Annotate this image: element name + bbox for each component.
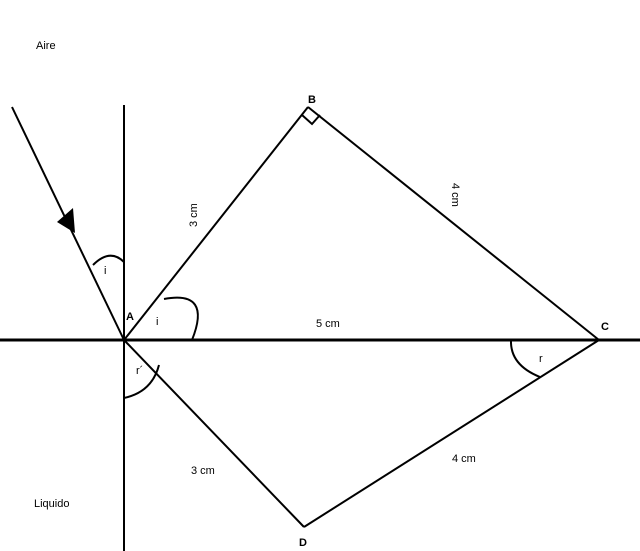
side-AC-label: 5 cm — [316, 318, 340, 330]
angle-incidence-normal-label: i — [104, 265, 106, 277]
medium-top-label: Aire — [36, 40, 56, 52]
angle-refraction-normal-label: r´ — [136, 365, 143, 377]
arc-incidence-triangle — [163, 296, 199, 341]
ray-arrowhead — [57, 208, 75, 233]
arc-refraction-normal — [123, 364, 160, 399]
side-AD-label: 3 cm — [191, 465, 215, 477]
side-AD — [123, 339, 305, 528]
arc-refraction-triangle — [509, 339, 541, 378]
side-DC-label: 4 cm — [452, 453, 476, 465]
side-BC-label: 4 cm — [449, 183, 461, 207]
arc-incidence-normal — [92, 254, 125, 266]
point-C-label: C — [601, 321, 609, 333]
point-B-label: B — [308, 94, 316, 106]
angle-refraction-triangle-label: r — [539, 353, 543, 365]
point-A-label: A — [126, 311, 134, 323]
side-AB-label: 3 cm — [188, 203, 200, 227]
angle-incidence-triangle-label: i — [156, 316, 158, 328]
medium-bottom-label: Liquido — [34, 498, 69, 510]
side-DC — [303, 339, 600, 528]
side-BC — [307, 106, 600, 341]
right-angle-marker — [301, 114, 321, 126]
point-D-label: D — [299, 537, 307, 549]
side-AB — [123, 106, 309, 341]
